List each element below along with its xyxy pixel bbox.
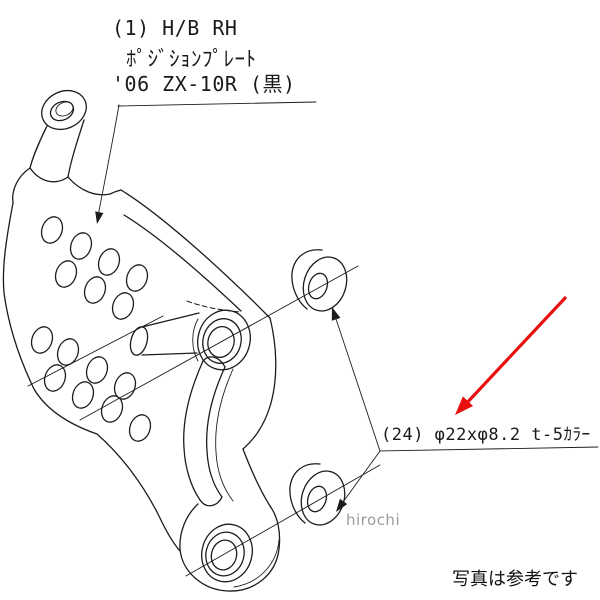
lower-collar-drawing (289, 463, 346, 526)
part1-label-line2: ﾎﾟｼﾞｼｮﾝﾌﾟﾚｰﾄ (126, 47, 257, 71)
upper-boss (192, 309, 251, 371)
footer-note: 写真は参考です (452, 569, 578, 590)
lower-boss (201, 523, 253, 583)
part24-label: (24) φ22xφ8.2 t-5ｶﾗｰ (381, 425, 591, 445)
red-arrow-shaft (461, 295, 568, 409)
red-arrow-head (455, 396, 474, 415)
upper-collar-drawing (291, 249, 348, 312)
leader-lines-part24 (331, 307, 599, 512)
bracket-plate-drawing (2, 89, 381, 592)
part1-label-line3: '06 ZX-10R (黒) (112, 72, 296, 96)
kidney-slot (183, 356, 234, 507)
phantom-cylinder (129, 312, 200, 356)
plate-outline (2, 167, 277, 552)
top-arm-eyelet (29, 89, 87, 183)
lightening-holes (30, 216, 152, 442)
lower-lobe (179, 503, 281, 592)
watermark-text: hirochi (346, 511, 401, 529)
part1-label-line1: (1) H/B RH (112, 16, 238, 40)
red-arrow (455, 295, 568, 415)
leader-line-part1 (95, 101, 317, 224)
centerlines (27, 265, 381, 577)
